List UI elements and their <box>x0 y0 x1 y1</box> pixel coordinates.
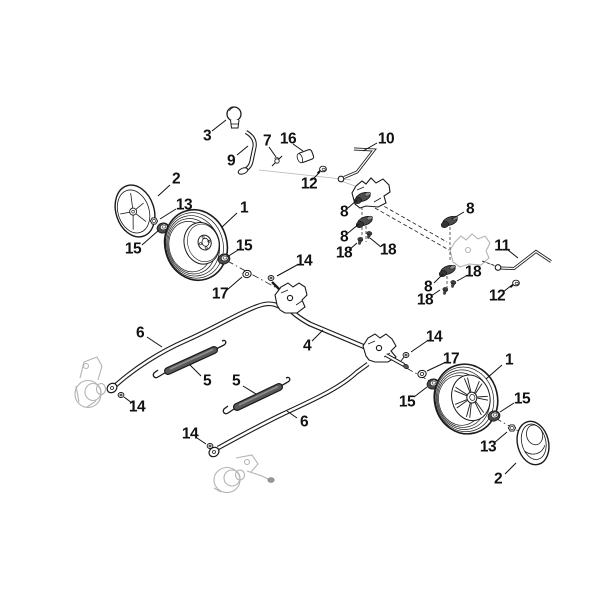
washer-14-left <box>117 392 125 398</box>
rod-9 <box>237 130 257 175</box>
hubcap-left-2 <box>114 184 156 238</box>
clip-7 <box>271 155 283 167</box>
ghost-hub-left <box>74 356 107 409</box>
bolt-8-b <box>354 213 375 230</box>
bolt-12-lower <box>509 279 521 289</box>
screw-18-b <box>365 230 373 240</box>
nut-13-right <box>507 424 517 432</box>
washer-14-right <box>402 352 410 358</box>
washer-17-right <box>416 368 428 380</box>
knob-3 <box>226 106 242 129</box>
screw-18-d <box>441 286 449 296</box>
wheel-left-1 <box>163 209 229 281</box>
axle-spindle-right <box>385 353 409 369</box>
leader-lines <box>123 119 519 475</box>
washer-14-lower <box>206 443 214 449</box>
spring-lower <box>222 376 291 415</box>
nut-13-left <box>149 217 159 225</box>
bushing-16 <box>296 149 315 164</box>
rod-11 <box>494 249 552 271</box>
axle-upper-6 <box>106 301 282 394</box>
hubcap-right-2 <box>516 420 550 466</box>
axle-main-4 <box>284 304 373 353</box>
bolt-12-upper <box>316 165 328 175</box>
ghost-guide-lines <box>258 169 356 187</box>
bolt-8-d <box>437 262 458 279</box>
bracket-upper-left <box>271 281 308 314</box>
screw-18-a <box>356 236 364 246</box>
washer-14-upper <box>267 275 275 281</box>
wheel-right-1 <box>433 363 499 435</box>
rod-10 <box>337 147 377 183</box>
washer-17-left <box>241 268 253 280</box>
axle-lower-6 <box>208 362 370 458</box>
ghost-hub-lower <box>213 454 275 494</box>
ghost-bracket-right <box>449 233 496 268</box>
spring-upper <box>152 339 227 379</box>
washer-14-right-stub <box>400 356 405 362</box>
screw-18-c <box>449 279 457 289</box>
